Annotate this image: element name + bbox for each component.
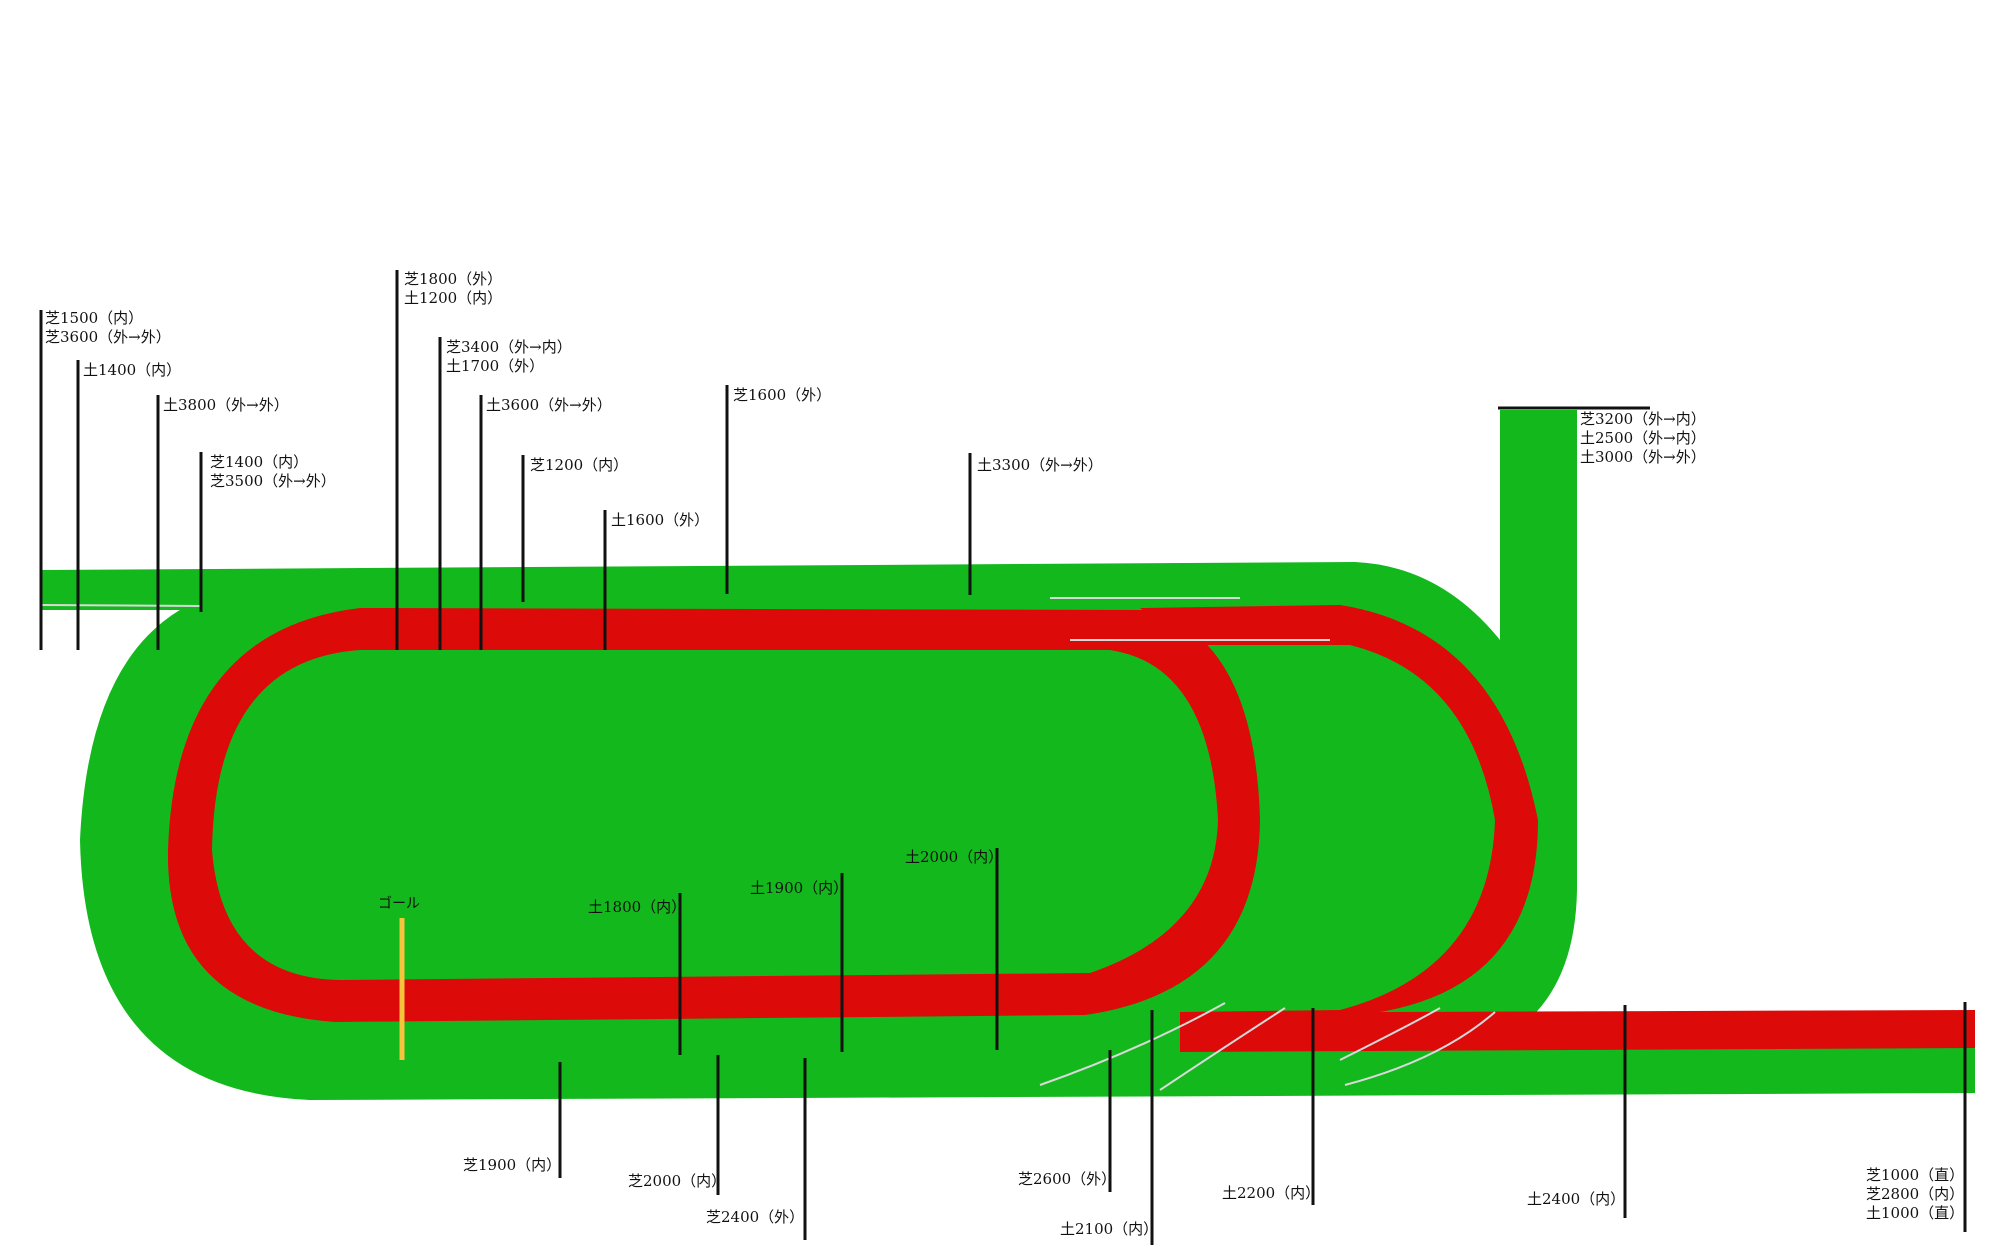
start-marker: 芝2600（外） (1018, 1050, 1116, 1192)
start-marker: 土1400（内） (76, 360, 181, 650)
start-marker: 土3800（外→外） (156, 395, 289, 650)
start-marker: 芝3200（外→内）土2500（外→内）土3000（外→外） (1498, 406, 1706, 466)
start-marker: 土3300（外→外） (968, 453, 1103, 595)
start-marker: 芝1400（内）芝3500（外→外） (199, 452, 336, 612)
start-marker-label: 芝3400（外→内） (446, 338, 572, 356)
start-marker-label: 土2100（内） (1060, 1220, 1158, 1238)
start-marker-label: 芝1900（内） (463, 1156, 561, 1174)
start-marker: 土1900（内） (750, 873, 848, 1052)
start-marker: 芝1900（内） (463, 1062, 562, 1178)
start-marker: 土2100（内） (1060, 1010, 1158, 1245)
start-marker-label: 土1000（直） (1866, 1204, 1964, 1222)
start-marker-label: 土2200（内） (1222, 1184, 1320, 1202)
start-marker-label: 土3000（外→外） (1580, 448, 1706, 466)
course-separator-lines (39, 597, 1496, 1091)
start-marker-label: 芝3500（外→外） (210, 472, 336, 490)
start-marker: 土1800（内） (588, 893, 686, 1055)
start-marker-label: 芝1500（内） (45, 309, 143, 327)
start-marker: 芝1800（外）土1200（内） (395, 270, 502, 650)
start-marker-label: 芝2400（外） (706, 1208, 804, 1226)
start-marker-label: 土1200（内） (404, 289, 502, 307)
start-marker-label: 芝1600（外） (733, 386, 831, 404)
start-marker-label: 土2500（外→内） (1580, 429, 1706, 447)
start-marker: 芝3400（外→内）土1700（外） (438, 337, 572, 650)
start-marker-label: 土2000（内） (905, 848, 1003, 866)
start-marker-label: 土1600（外） (611, 511, 709, 529)
start-marker-label: 土1700（外） (446, 357, 544, 375)
start-marker-label: 土3800（外→外） (163, 396, 289, 414)
start-marker: 土2000（内） (905, 848, 1003, 1050)
start-marker: 芝2000（内） (628, 1055, 726, 1195)
start-marker: 土2200（内） (1222, 1008, 1320, 1205)
start-marker: 土3600（外→外） (479, 395, 612, 650)
dirt-course (167, 605, 1975, 1052)
start-marker-label: 土1400（内） (83, 361, 181, 379)
start-marker-label: 芝2600（外） (1018, 1170, 1116, 1188)
start-marker: 芝2400（外） (706, 1058, 807, 1240)
start-marker: 芝1000（直）芝2800（内）土1000（直） (1866, 1002, 1967, 1232)
turf-first-corner (98, 610, 330, 1100)
separator-line (1159, 1007, 1286, 1091)
start-marker: 土2400（内） (1527, 1005, 1627, 1218)
start-markers: 芝1500（内）芝3600（外→外）土1400（内）土3800（外→外）芝140… (39, 270, 1967, 1245)
separator-line (1344, 1011, 1496, 1086)
start-marker-label: 土1900（内） (750, 879, 848, 897)
start-marker-label: 芝3200（外→内） (1580, 410, 1706, 428)
start-marker-label: 土1800（内） (588, 898, 686, 916)
start-marker-label: 芝2000（内） (628, 1172, 726, 1190)
start-marker: 芝1200（内） (521, 455, 628, 602)
start-marker-label: 芝1000（直） (1866, 1166, 1964, 1184)
start-marker: 芝1600（外） (725, 385, 831, 594)
goal-label: ゴール (378, 895, 420, 912)
start-marker-label: 芝1800（外） (404, 270, 502, 288)
start-marker-label: 土3300（外→外） (977, 456, 1103, 474)
separator-line (1039, 1002, 1226, 1086)
start-marker-label: 芝2800（内） (1866, 1185, 1964, 1203)
separator-line (39, 604, 201, 607)
start-marker-label: 芝1200（内） (530, 456, 628, 474)
start-marker: 土1600（外） (603, 510, 709, 650)
start-marker-label: 芝3600（外→外） (45, 328, 171, 346)
start-marker-label: 土3600（外→外） (486, 396, 612, 414)
separator-line (1339, 1007, 1441, 1061)
dirt-oval-inner (167, 608, 1260, 1022)
start-marker: 芝1500（内）芝3600（外→外） (39, 309, 171, 650)
start-marker-label: 芝1400（内） (210, 453, 308, 471)
start-marker-label: 土2400（内） (1527, 1190, 1625, 1208)
